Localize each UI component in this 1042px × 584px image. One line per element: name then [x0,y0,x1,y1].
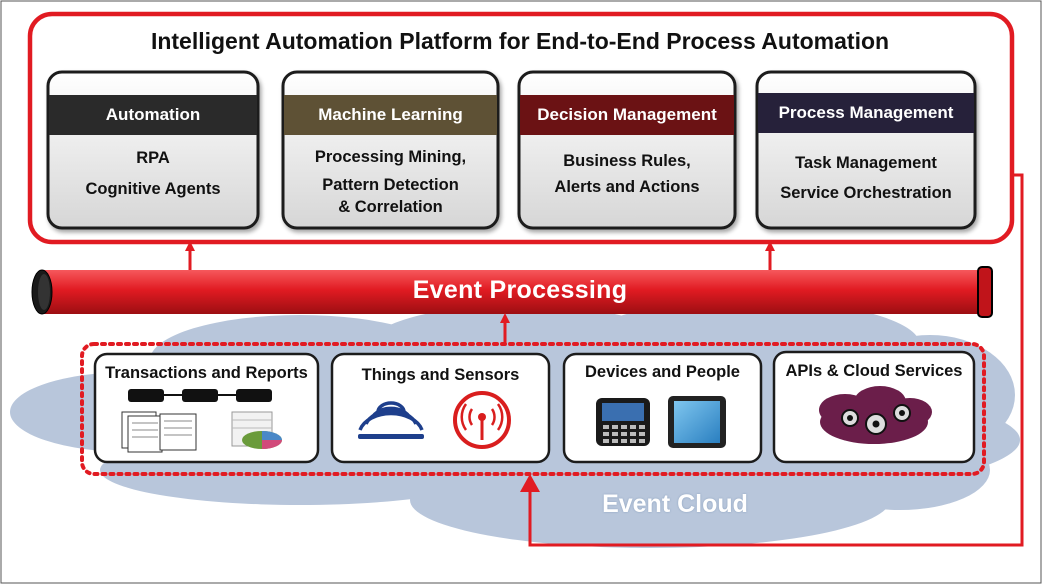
capability-line: Business Rules, [563,152,691,170]
feedback-loop-arrowhead [520,474,540,492]
platform-title: Intelligent Automation Platform for End-… [150,28,890,54]
capability-header-machine-learning: Machine Learning [318,105,463,124]
capability-body-machine-learning: Processing Mining, Pattern Detection & C… [284,145,497,218]
capability-line: Cognitive Agents [85,180,221,198]
capability-header-automation: Automation [105,105,201,124]
feedback-loop-line [528,173,1024,547]
transactions-reports-icon [121,389,282,453]
capability-body-process-management: Task Management Service Orchestration [758,148,974,208]
source-title-devices-people: Devices and People [585,363,740,381]
capability-line: Service Orchestration [780,184,952,202]
devices-icon [596,396,726,448]
sources-dotted-frame [80,342,986,476]
capability-header-process-management: Process Management [778,103,954,122]
capability-line: Processing Mining, [314,148,467,166]
capability-line: Alerts and Actions [554,178,700,196]
event-processing-pipe [31,266,993,318]
capability-body-decision-management: Business Rules, Alerts and Actions [520,148,734,200]
event-processing-label: Event Processing [412,276,628,304]
sensors-icon [358,391,511,449]
capability-header-decision-management: Decision Management [537,105,717,124]
capability-line: & Correlation [338,198,443,216]
capability-line: Task Management [795,154,937,172]
source-title-apis-cloud: APIs & Cloud Services [785,362,963,380]
event-cloud-label: Event Cloud [602,490,748,518]
source-title-transactions: Transactions and Reports [105,364,308,382]
source-title-things-sensors: Things and Sensors [361,366,520,384]
cloud-gears-icon [819,386,932,444]
capability-line: RPA [136,149,170,167]
capability-line: Pattern Detection [322,176,459,194]
capability-cards [46,70,977,230]
capability-body-automation: RPA Cognitive Agents [49,145,257,203]
